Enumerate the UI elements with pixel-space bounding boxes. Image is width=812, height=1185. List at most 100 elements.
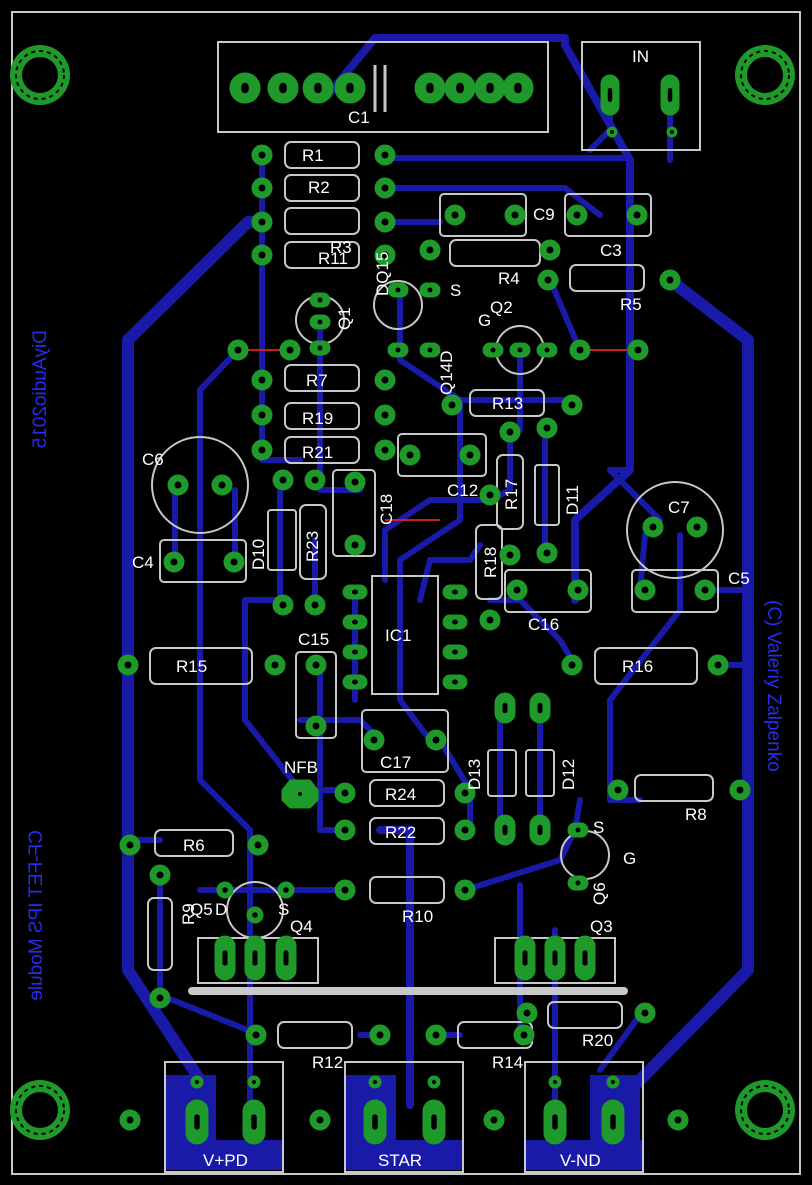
pad-hole [575,880,581,886]
copper-pads [117,72,751,1145]
pad-hole [126,1116,134,1124]
pad-hole [286,346,294,354]
pad-hole [283,950,289,966]
label-c5: C5 [728,569,750,588]
component-labels: C1 IN R1 R2 R3 R11 R4 R5 C9 C3 Q1 DQ15 Q… [132,47,750,1170]
label-r12: R12 [312,1053,343,1072]
label-q14d: Q14D [437,351,456,395]
pad-hole [312,722,320,730]
pad-hole [174,481,182,489]
label-d13: D13 [465,759,484,790]
label-d12: D12 [559,759,578,790]
pad-hole [552,1079,558,1085]
label-q3: Q3 [590,917,613,936]
pad-hole [352,589,358,595]
pad-hole [222,887,228,893]
pad-hole [251,1079,257,1085]
pad-hole [701,586,709,594]
label-r1: R1 [302,146,324,165]
label-star: STAR [378,1151,422,1170]
pad-hole [311,601,319,609]
pad-hole [271,661,279,669]
pad-hole [427,287,433,293]
pad-hole [406,451,414,459]
pad-hole [537,824,543,836]
label-r15: R15 [176,657,207,676]
pad-hole [252,912,258,918]
pad-hole [258,151,266,159]
pad-hole [241,82,249,94]
label-r23: R23 [303,531,322,562]
pad-hole [317,345,323,351]
pad-hole [466,451,474,459]
pad-hole [381,151,389,159]
pad-hole [234,346,242,354]
pad-hole [170,558,178,566]
pad-hole [607,88,613,102]
bottom-layer-text: CF-FET IPS Module DiyAudio2015 (C) Valer… [26,330,784,1001]
label-r4: R4 [498,269,520,288]
mounting-holes [10,45,795,1140]
label-ic1: IC1 [385,626,411,645]
label-r22: R22 [385,823,416,842]
pad-hole [381,184,389,192]
pad-hole [456,82,464,94]
pad-hole [461,789,469,797]
label-c9: C9 [533,205,555,224]
label-c7: C7 [668,498,690,517]
pad-hole [252,950,258,966]
pad-hole [312,661,320,669]
pad-hole [506,551,514,559]
brand-mirrored: DiyAudio2015 [30,330,51,448]
pad-hole [426,82,434,94]
pad-hole [194,1079,200,1085]
label-d11: D11 [563,485,582,515]
pad-hole [544,276,552,284]
pad-hole [279,476,287,484]
c1-outline [217,41,549,133]
pad-hole [376,1031,384,1039]
pad-hole [316,1116,324,1124]
label-r16: R16 [622,657,653,676]
pad-hole [543,549,551,557]
pad-hole [258,376,266,384]
pad-hole [546,246,554,254]
pad-hole [370,736,378,744]
pad-hole [520,1031,528,1039]
label-r14: R14 [492,1053,523,1072]
label-r20: R20 [582,1031,613,1050]
pad-hole [522,950,528,966]
pad-hole [576,346,584,354]
pad-hole [537,702,543,714]
label-r17: R17 [502,479,521,510]
pin-letter-g2: G [623,849,636,868]
pad-hole [452,679,458,685]
pad-hole [279,82,287,94]
label-c17: C17 [380,753,411,772]
pad-hole [432,736,440,744]
label-c16: C16 [528,615,559,634]
mounting-hole-br [735,1080,795,1140]
label-r24: R24 [385,785,416,804]
pad-hole [486,82,494,94]
label-c18: C18 [377,494,396,525]
pad-hole [641,1009,649,1017]
pad-hole [633,211,641,219]
board-title-mirrored: CF-FET IPS Module [26,830,47,1001]
pad-hole [341,886,349,894]
label-vpd: V+PD [203,1151,248,1170]
pad-hole [486,616,494,624]
pin-letter-s3: S [593,818,604,837]
pad-hole [523,1009,531,1017]
pad-hole [543,424,551,432]
label-r2: R2 [308,178,330,197]
label-c3: C3 [600,241,622,260]
label-c12: C12 [447,481,478,500]
label-q4: Q4 [290,917,313,936]
pad-hole [575,827,581,833]
pad-hole [693,523,701,531]
mounting-hole-tr [735,45,795,105]
pad-hole [670,130,674,134]
pad-hole [372,1114,378,1130]
author-text: (C) Valeriy Zalpenko [763,600,784,772]
